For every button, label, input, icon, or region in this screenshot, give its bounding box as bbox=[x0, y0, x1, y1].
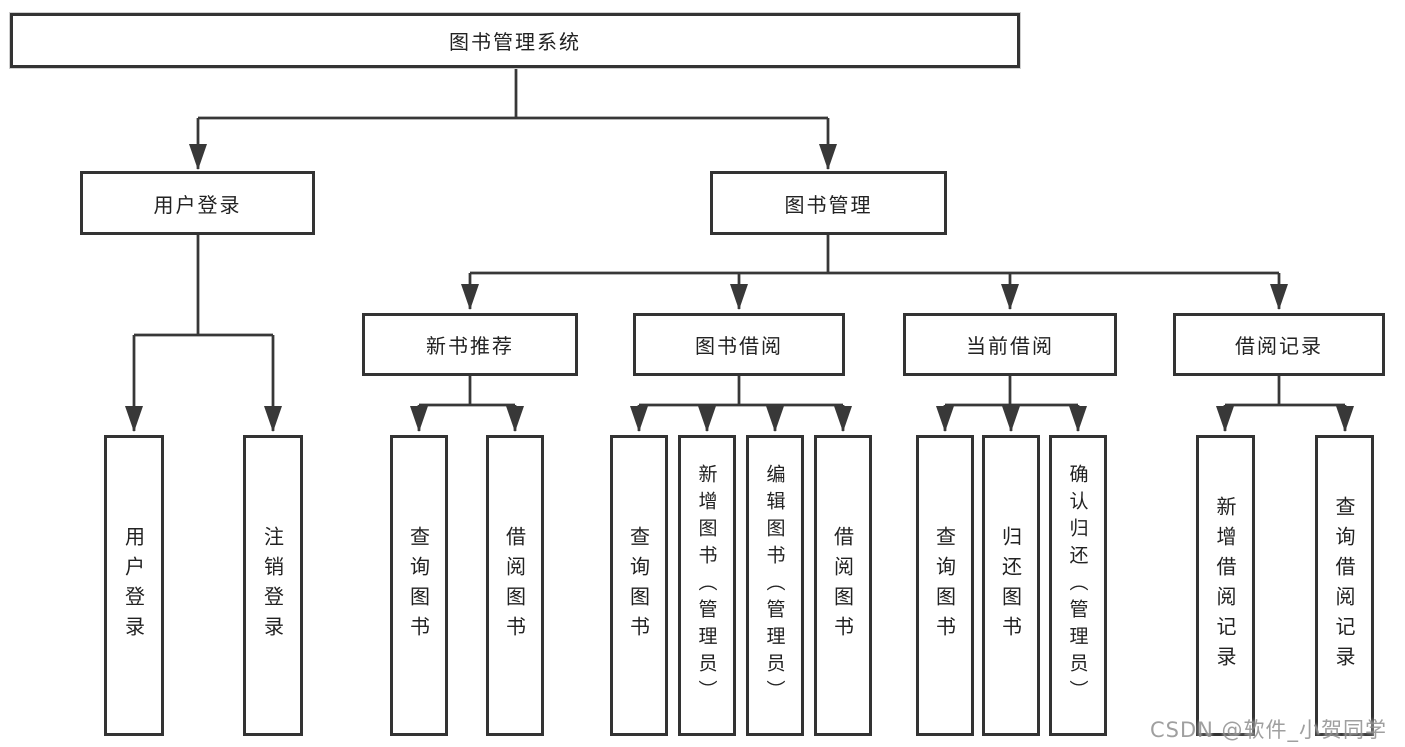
leaf-return-books: 归还图书 bbox=[982, 435, 1040, 736]
leaf-borrow-books: 借阅图书 bbox=[814, 435, 872, 736]
node-current-borrowing: 当前借阅 bbox=[903, 313, 1117, 376]
node-book-management: 图书管理 bbox=[710, 171, 947, 235]
node-user-login: 用户登录 bbox=[80, 171, 315, 235]
leaf-user-login: 用户登录 bbox=[104, 435, 164, 736]
node-new-book-recommend: 新书推荐 bbox=[362, 313, 578, 376]
leaf-add-borrow-record: 新增借阅记录 bbox=[1196, 435, 1255, 736]
node-book-borrowing: 图书借阅 bbox=[633, 313, 845, 376]
leaf-confirm-return-admin: 确认归还（管理员） bbox=[1049, 435, 1107, 736]
leaf-query-books-borrowing: 查询图书 bbox=[610, 435, 668, 736]
leaf-edit-books-admin: 编辑图书（管理员） bbox=[746, 435, 804, 736]
leaf-query-books-recommend: 查询图书 bbox=[390, 435, 448, 736]
leaf-borrow-books-recommend: 借阅图书 bbox=[486, 435, 544, 736]
node-borrowing-records: 借阅记录 bbox=[1173, 313, 1385, 376]
leaf-add-books-admin: 新增图书（管理员） bbox=[678, 435, 736, 736]
leaf-query-borrow-record: 查询借阅记录 bbox=[1315, 435, 1374, 736]
csdn-watermark: CSDN @软件_小贺同学 bbox=[1150, 718, 1388, 742]
leaf-query-books-current: 查询图书 bbox=[916, 435, 974, 736]
node-system-root: 图书管理系统 bbox=[10, 13, 1020, 68]
leaf-logout: 注销登录 bbox=[243, 435, 303, 736]
